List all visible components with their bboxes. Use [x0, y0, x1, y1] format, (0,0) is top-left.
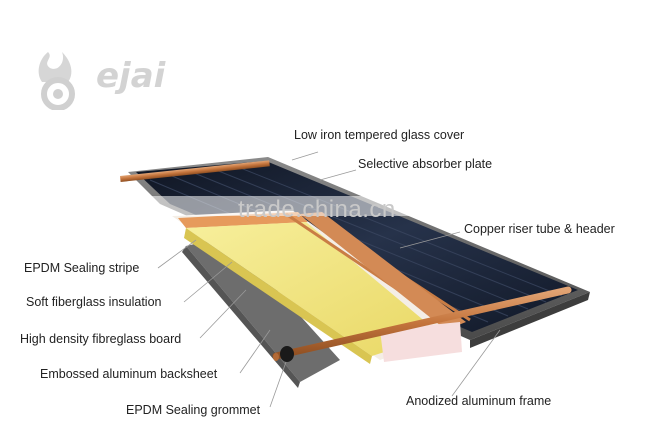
grommet-shape: [280, 346, 294, 362]
logo-text: ejai: [96, 56, 166, 96]
label-backsheet: Embossed aluminum backsheet: [40, 367, 218, 381]
leader-stripe: [157, 239, 197, 269]
leader-insulation: [183, 261, 233, 303]
label-glass-cover: Low iron tempered glass cover: [294, 128, 465, 142]
logo-icon: [38, 52, 75, 110]
leader-copper: [399, 231, 461, 249]
label-epdm-stripe: EPDM Sealing stripe: [24, 261, 140, 275]
insulation-shape: [186, 222, 440, 356]
leader-backsheet: [239, 329, 271, 374]
leader-frame: [451, 329, 501, 397]
leader-glass: [291, 151, 319, 161]
label-frame: Anodized aluminum frame: [406, 394, 552, 408]
label-grommet: EPDM Sealing grommet: [126, 403, 261, 417]
backsheet-shape: [186, 236, 340, 382]
leader-absorber: [319, 169, 357, 181]
label-absorber-plate: Selective absorber plate: [358, 157, 493, 171]
leader-board: [199, 289, 247, 339]
label-fibreglass-board: High density fibreglass board: [20, 332, 182, 346]
label-copper-riser: Copper riser tube & header: [464, 222, 615, 236]
header-tube-shape: [272, 286, 572, 360]
label-fiberglass-insulation: Soft fiberglass insulation: [26, 295, 162, 309]
leader-grommet: [269, 361, 287, 408]
watermark-text: trade.china.cn: [238, 196, 396, 223]
copper-fin-shape: [300, 212, 466, 330]
